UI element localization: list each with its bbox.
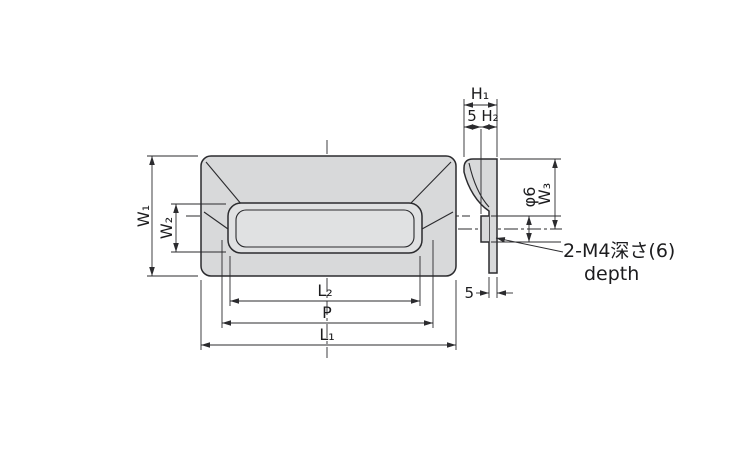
dim-label-h1: H₁ <box>471 84 489 103</box>
dim-label-offset-top: 5 <box>467 107 477 125</box>
dim-label-phi6: φ6 <box>520 187 539 208</box>
side-view <box>463 158 498 274</box>
leader-line <box>495 237 564 253</box>
dim-w1: W₁ <box>134 155 198 277</box>
recess-floor <box>235 209 415 248</box>
side-inner-curve <box>468 162 490 208</box>
draft-line-right <box>421 211 454 230</box>
thread-note: 2-M4深さ(6) depth <box>495 237 675 285</box>
side-profile <box>463 158 498 274</box>
dim-l2: L₂ <box>229 256 421 306</box>
dim-label-l1: L₁ <box>319 325 334 344</box>
thread-note-depth-text: depth <box>584 263 639 285</box>
recess-rim <box>227 202 423 254</box>
draft-line-top-right <box>408 161 452 206</box>
dim-label-p: P <box>322 303 332 322</box>
dim-p: P <box>221 240 434 328</box>
dim-5-h2: 5 H₂ <box>464 107 499 214</box>
dim-w3: W₃ <box>500 158 561 229</box>
dim-label-w3: W₃ <box>535 183 554 205</box>
front-view <box>200 155 457 277</box>
dim-h1: H₁ <box>463 84 498 157</box>
dim-label-w2: W₂ <box>157 217 176 239</box>
dim-l1: L₁ <box>200 280 457 350</box>
dim-5-bottom: 5 <box>464 277 513 302</box>
dim-label-offset-bottom: 5 <box>464 284 474 302</box>
dim-label-w1: W₁ <box>134 205 153 227</box>
draft-line-top-left <box>205 161 243 206</box>
draft-line-left <box>203 211 229 230</box>
dim-label-h2: H₂ <box>481 107 498 125</box>
mounting-boss <box>480 215 489 243</box>
thread-note-text: 2-M4深さ(6) <box>563 240 675 262</box>
dim-w2: W₂ <box>157 203 226 253</box>
dim-label-l2: L₂ <box>317 281 332 300</box>
